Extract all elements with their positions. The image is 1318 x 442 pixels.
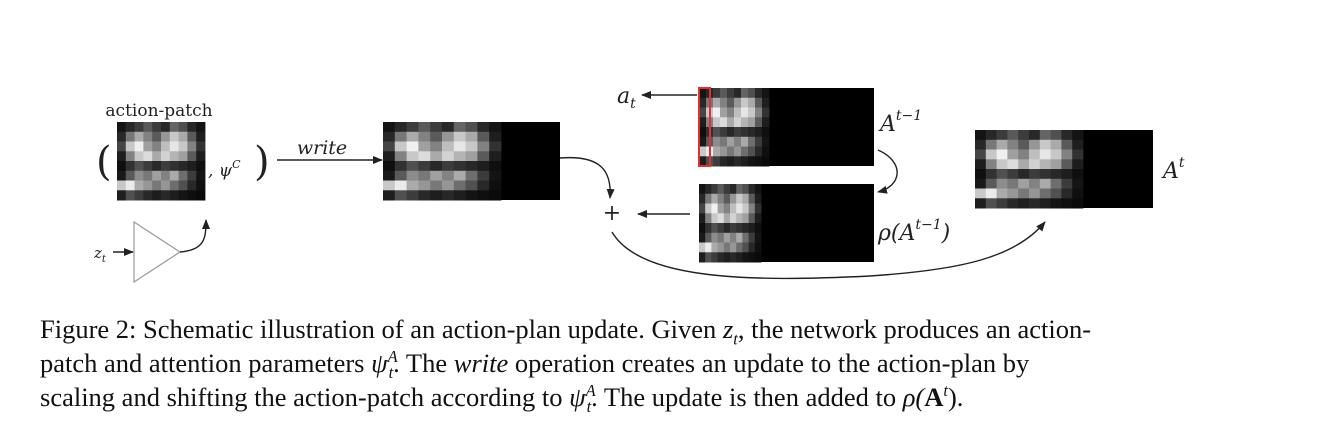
psi-c-label: , ψC xyxy=(208,158,241,181)
new-plan-heatmap xyxy=(975,130,1153,209)
shift-arrow xyxy=(877,149,898,194)
caption-line-3: scaling and shifting the action-patch ac… xyxy=(40,381,964,417)
close-paren: ) xyxy=(254,139,270,185)
written-update-heatmap xyxy=(383,122,560,201)
a-t-plan-label: At xyxy=(1161,155,1185,184)
previous-plan-heatmap xyxy=(699,88,874,167)
network-triangle xyxy=(133,220,182,284)
plus-sign: + xyxy=(603,201,621,226)
a-prev-label: At−1 xyxy=(878,108,922,137)
action-plan-update-diagram: action-patch ( , ψC ) write zt + at At−1… xyxy=(93,84,1185,284)
write-label: write xyxy=(297,137,347,159)
a-t-label: at xyxy=(617,84,636,112)
sum-to-new-plan-arrow xyxy=(611,221,1046,280)
open-paren: ( xyxy=(96,139,112,185)
shifted-plan-heatmap xyxy=(699,184,874,263)
network-output-arrow xyxy=(179,219,210,253)
figure-caption: Figure 2: Schematic illustration of an a… xyxy=(40,312,1300,417)
caption-line-1: Figure 2: Schematic illustration of an a… xyxy=(40,314,1092,349)
action-patch-heatmap xyxy=(117,122,206,201)
action-patch-label: action-patch xyxy=(105,101,212,121)
first-column-highlight xyxy=(698,87,711,167)
rho-prev-label: ρ(At−1) xyxy=(877,217,950,246)
write-to-plus-arrow xyxy=(559,156,615,199)
caption-line-2: patch and attention parameters ψAt. The … xyxy=(40,347,1030,383)
z-t-label: zt xyxy=(93,244,107,265)
